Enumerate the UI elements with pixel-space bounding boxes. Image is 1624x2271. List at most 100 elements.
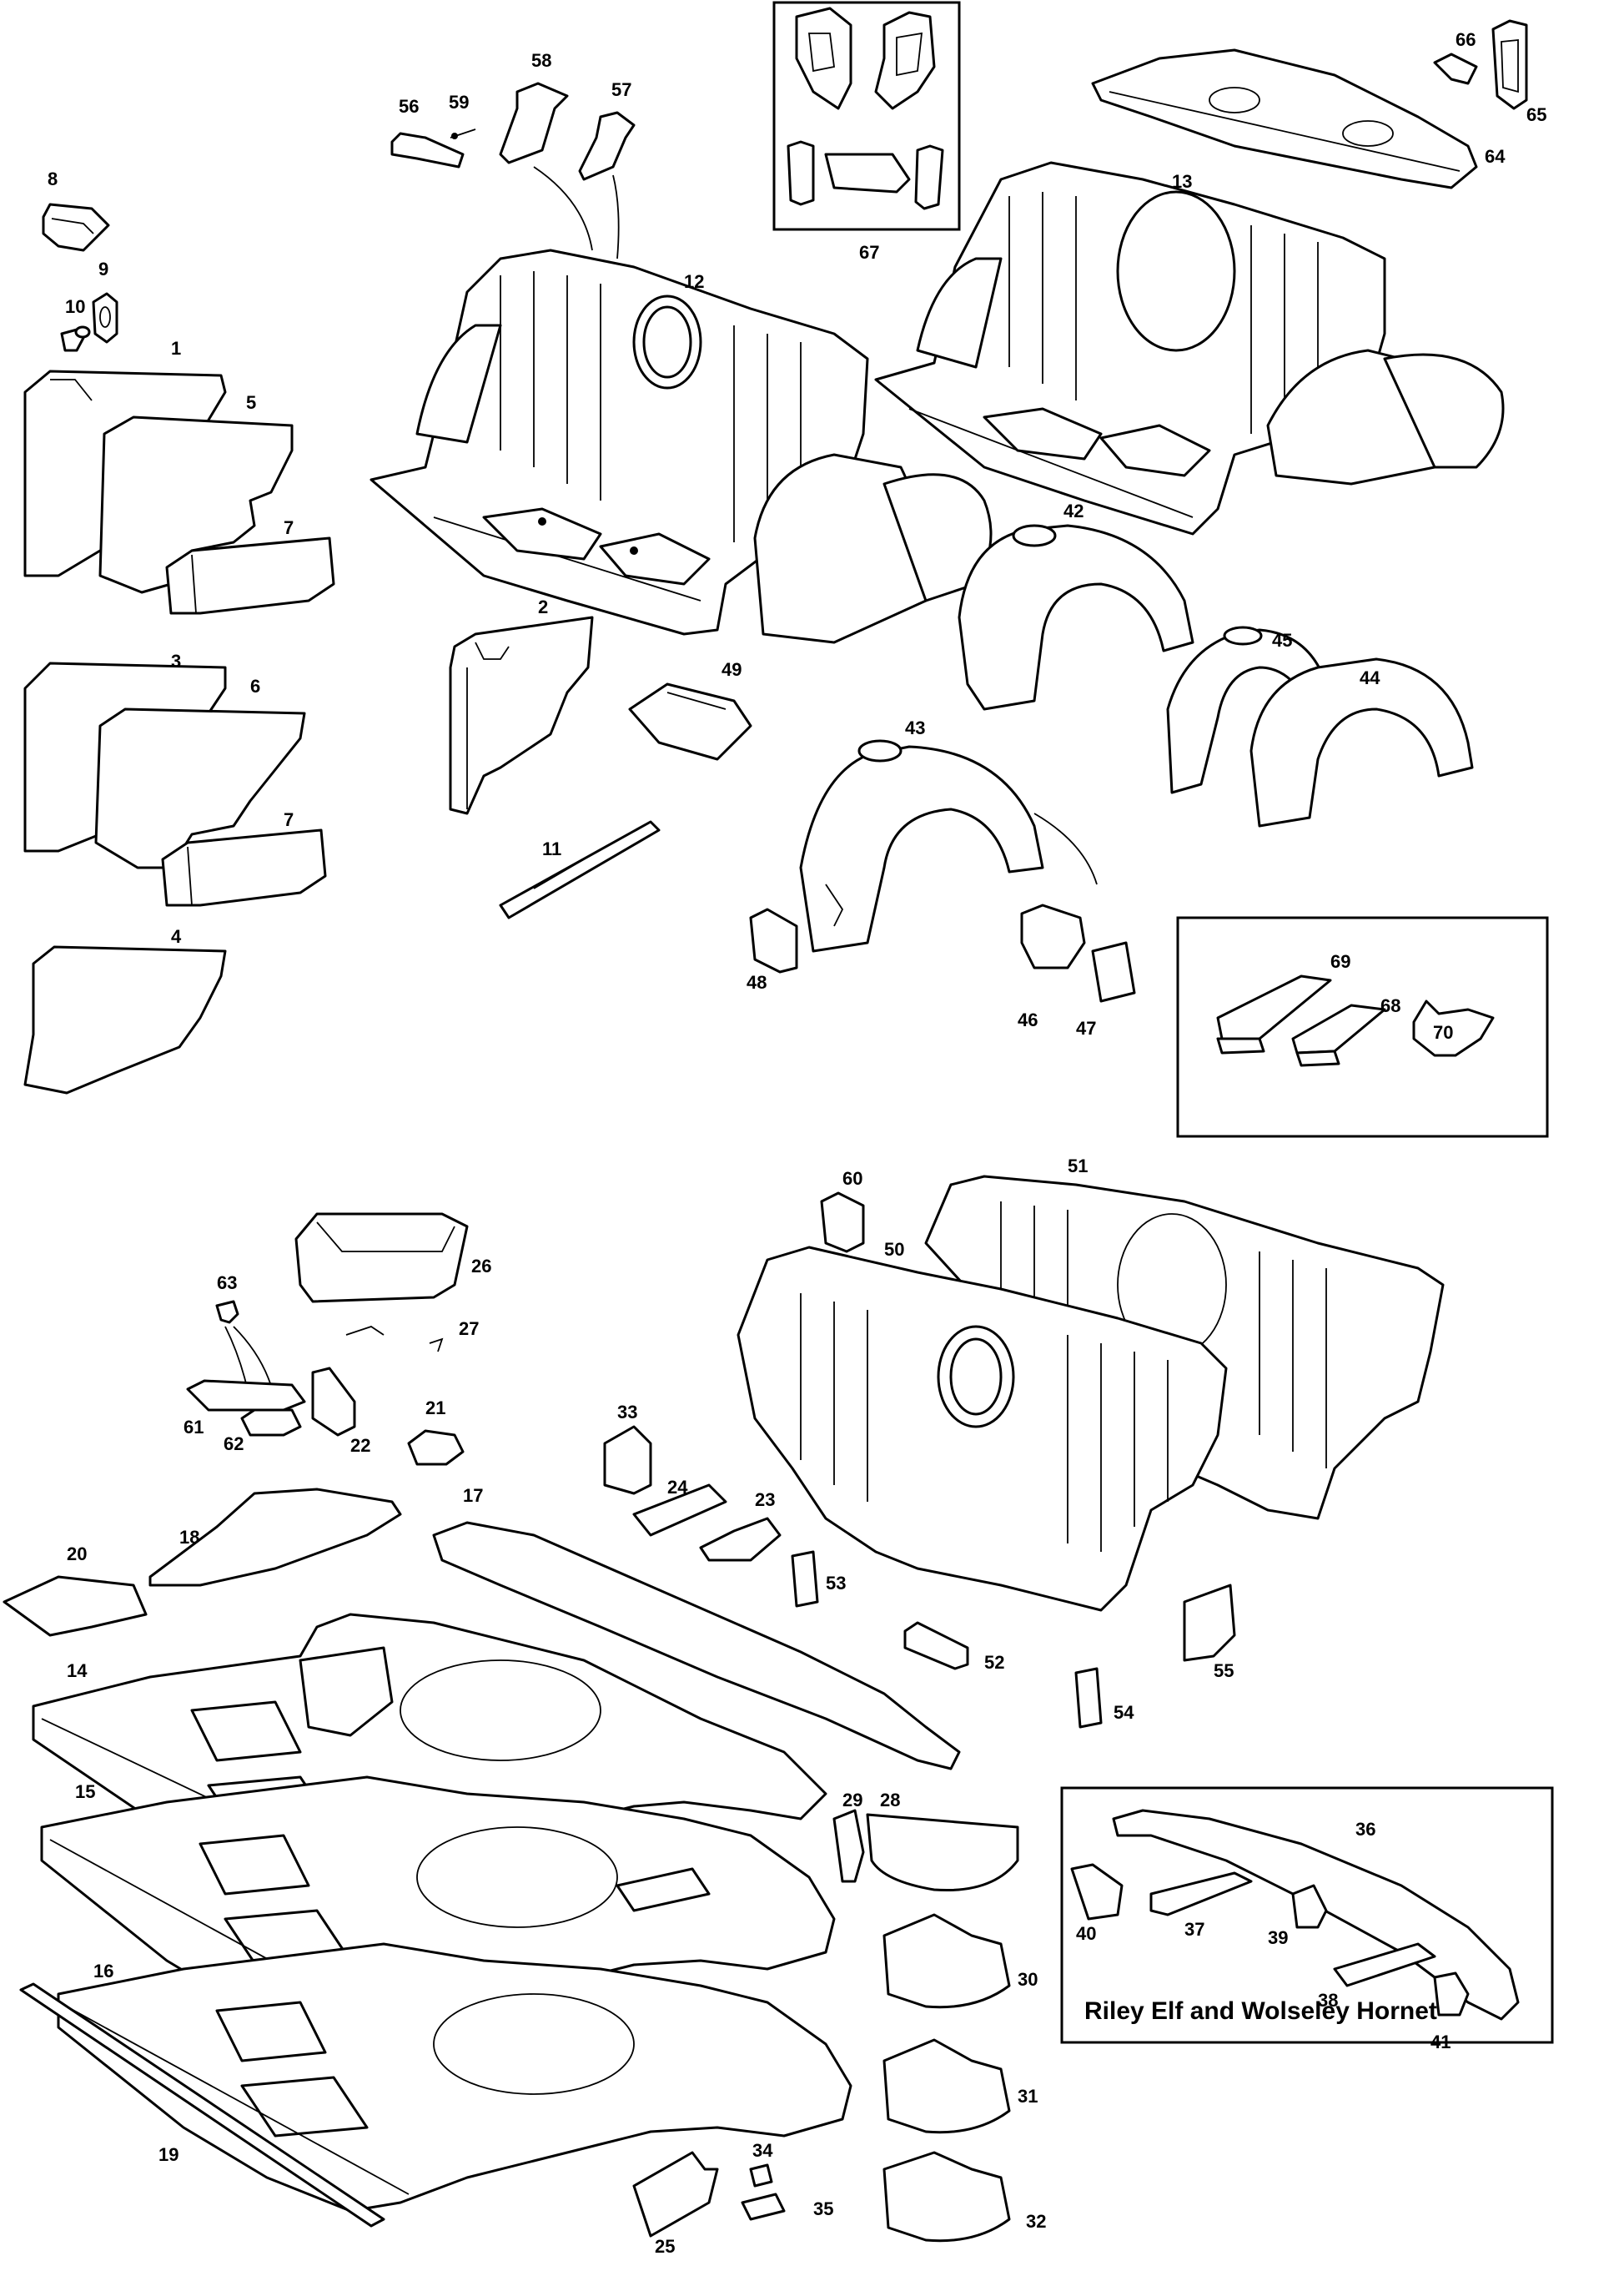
label-n31: 31 (1018, 2086, 1038, 2107)
label-n1: 1 (171, 338, 181, 359)
label-n37: 37 (1184, 1919, 1204, 1940)
part-57 (578, 111, 636, 181)
part-28 (866, 1813, 1019, 1892)
leader-line-3 (1033, 813, 1098, 885)
part-29 (832, 1809, 865, 1883)
part-8 (42, 203, 110, 252)
part-6 (94, 707, 306, 869)
label-n54: 54 (1114, 1702, 1134, 1723)
inset-box-riley-elf (1060, 1786, 1554, 2044)
label-n68: 68 (1380, 995, 1400, 1016)
part-22 (311, 1367, 356, 1437)
part-7a (165, 536, 335, 615)
part-16 (57, 1942, 852, 2213)
part-39 (1291, 1884, 1328, 1929)
label-n26: 26 (471, 1256, 491, 1276)
part-66 (1433, 53, 1478, 85)
part-41 (1433, 1971, 1470, 2017)
part-30 (882, 1913, 1011, 2009)
label-n22: 22 (350, 1435, 370, 1456)
label-n64: 64 (1485, 146, 1506, 167)
part-34 (749, 2163, 773, 2188)
part-48 (749, 908, 798, 974)
label-n51: 51 (1068, 1156, 1088, 1176)
label-n23: 23 (755, 1489, 775, 1510)
label-n42: 42 (1063, 501, 1084, 521)
part-52 (903, 1621, 969, 1670)
part-18 (148, 1488, 402, 1587)
part-65 (1491, 19, 1528, 110)
part-7b (161, 828, 327, 907)
part-50 (737, 1246, 1228, 1612)
label-n50: 50 (884, 1239, 904, 1260)
label-n27: 27 (459, 1318, 479, 1339)
label-n48: 48 (747, 972, 767, 993)
part-number-labels: 1234567789101112131415161718192021222324… (48, 29, 1546, 2257)
part-55 (1183, 1584, 1236, 1662)
inset-box-68-70 (1176, 916, 1549, 1138)
label-n6: 6 (250, 676, 260, 697)
part-37 (1149, 1871, 1253, 1916)
label-n19: 19 (158, 2144, 178, 2165)
part-60 (820, 1191, 865, 1253)
label-n24: 24 (667, 1477, 688, 1498)
label-n18: 18 (179, 1527, 199, 1548)
label-n55: 55 (1214, 1660, 1234, 1681)
part-58 (499, 82, 569, 164)
part-21 (407, 1429, 465, 1466)
part-4 (23, 945, 227, 1095)
label-n8: 8 (48, 169, 58, 189)
label-n33: 33 (617, 1402, 637, 1423)
part-53 (791, 1550, 819, 1608)
part-69 (1216, 974, 1332, 1055)
part-40 (1070, 1863, 1124, 1921)
label-n52: 52 (984, 1652, 1004, 1673)
part-56 (390, 132, 465, 169)
label-n70: 70 (1433, 1022, 1453, 1043)
part-17 (432, 1521, 961, 1770)
label-n61: 61 (184, 1417, 204, 1438)
part-38 (1333, 1942, 1436, 1987)
part-20 (3, 1575, 148, 1637)
label-n45: 45 (1272, 630, 1292, 651)
label-n47: 47 (1076, 1018, 1096, 1039)
part-25 (632, 2151, 719, 2238)
inset-caption: Riley Elf and Wolseley Hornet (1084, 1997, 1437, 2025)
label-n5: 5 (246, 392, 256, 413)
label-n21: 21 (425, 1397, 445, 1418)
part-44 (1249, 657, 1474, 828)
part-54 (1074, 1667, 1103, 1729)
label-n34: 34 (752, 2140, 773, 2161)
label-n12: 12 (684, 271, 704, 292)
label-n49: 49 (721, 659, 742, 680)
part-47 (1091, 941, 1136, 1003)
part-36 (1112, 1809, 1520, 2021)
part-32 (882, 2151, 1011, 2243)
part-23 (699, 1517, 782, 1562)
label-n20: 20 (67, 1543, 87, 1564)
leader-line-1 (533, 166, 593, 251)
part-9 (92, 292, 118, 344)
label-n2: 2 (538, 597, 548, 617)
label-n67: 67 (859, 242, 879, 263)
label-n4: 4 (171, 926, 182, 947)
label-n46: 46 (1018, 1010, 1038, 1030)
label-n40: 40 (1076, 1923, 1096, 1944)
part-33 (603, 1425, 652, 1495)
label-n58: 58 (531, 50, 551, 71)
label-n15: 15 (75, 1781, 95, 1802)
part-2 (449, 616, 594, 815)
part-68 (1291, 1004, 1386, 1067)
label-n53: 53 (826, 1573, 846, 1594)
label-n32: 32 (1026, 2211, 1046, 2232)
part-70 (1412, 1000, 1495, 1057)
label-n10: 10 (65, 296, 85, 317)
part-24 (632, 1483, 727, 1537)
part-19 (19, 1982, 385, 2228)
part-26 (294, 1212, 469, 1303)
part-42 (958, 524, 1194, 711)
label-n25: 25 (655, 2236, 675, 2257)
label-n16: 16 (93, 1961, 113, 1981)
